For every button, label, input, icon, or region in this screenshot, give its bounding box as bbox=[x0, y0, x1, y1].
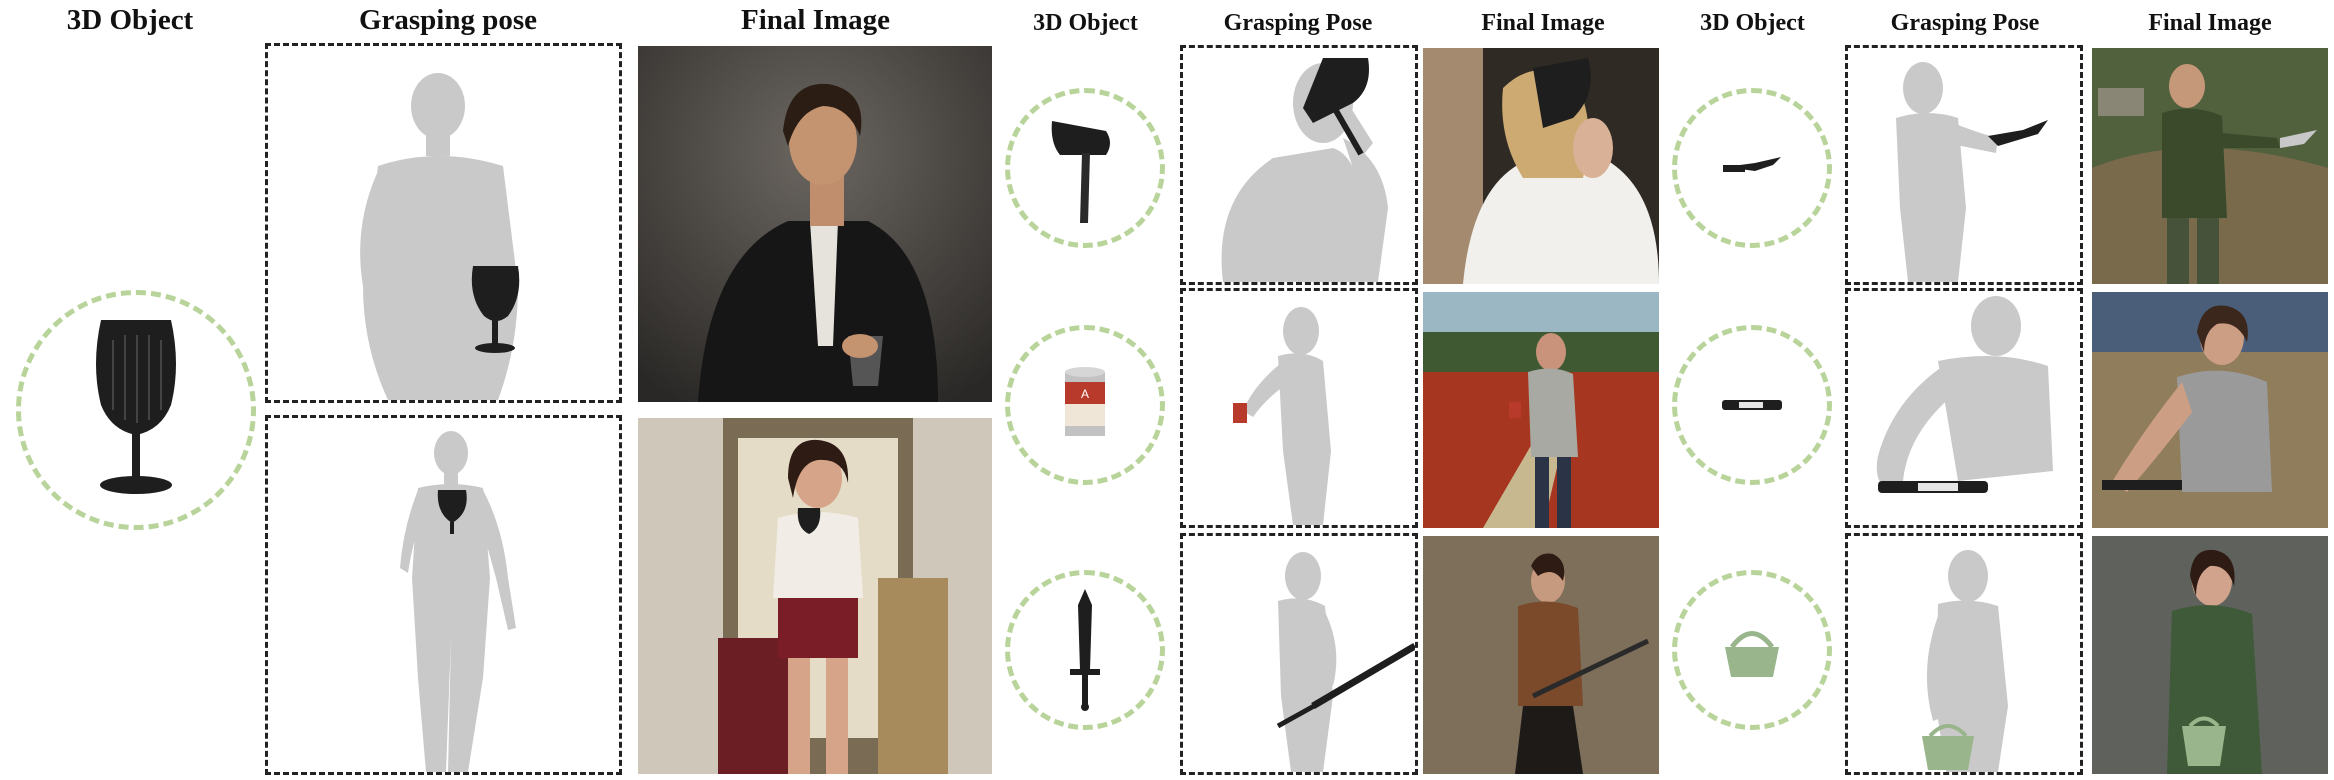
object-circle-handbag bbox=[1672, 570, 1832, 730]
object-circle-axe bbox=[1005, 88, 1165, 248]
sword-icon bbox=[1070, 589, 1100, 711]
grasping-pose-knife bbox=[1845, 45, 2083, 285]
grasping-pose-wine-2 bbox=[265, 415, 622, 775]
header-3d-object-right: 3D Object bbox=[1700, 10, 1805, 36]
marker-icon bbox=[1722, 400, 1782, 410]
final-image-man-wine-glass bbox=[638, 46, 992, 402]
grasping-pose-axe bbox=[1180, 45, 1418, 285]
grasping-pose-marker bbox=[1845, 288, 2083, 528]
final-image-man-knife bbox=[2092, 48, 2328, 284]
object-circle-knife bbox=[1672, 88, 1832, 248]
header-final-image-left: Final Image bbox=[740, 4, 891, 36]
grasping-pose-wine-1 bbox=[265, 43, 622, 403]
object-circle-wine-glass bbox=[16, 290, 256, 530]
final-image-man-can bbox=[1423, 292, 1659, 528]
object-circle-marker bbox=[1672, 325, 1832, 485]
grasping-pose-can bbox=[1180, 288, 1418, 528]
axe-icon bbox=[1051, 121, 1110, 223]
knife-icon bbox=[1723, 157, 1781, 172]
final-image-woman-handbag bbox=[2092, 536, 2328, 774]
handbag-icon bbox=[1725, 631, 1779, 677]
header-grasping-pose-left: Grasping pose bbox=[358, 4, 538, 36]
object-circle-soup-can: A bbox=[1005, 325, 1165, 485]
final-image-woman-wine-glass bbox=[638, 418, 992, 774]
header-grasping-pose-right: Grasping Pose bbox=[1890, 10, 2040, 36]
can-label: A bbox=[1081, 387, 1089, 401]
header-final-image-right: Final Image bbox=[2148, 10, 2272, 36]
object-circle-sword bbox=[1005, 570, 1165, 730]
header-final-image-middle: Final Image bbox=[1481, 10, 1605, 36]
grasping-pose-handbag bbox=[1845, 533, 2083, 775]
soup-can-icon: A bbox=[1065, 367, 1105, 436]
final-image-woman-marker bbox=[2092, 292, 2328, 528]
header-grasping-pose-middle: Grasping Pose bbox=[1223, 10, 1373, 36]
grasping-pose-sword bbox=[1180, 533, 1418, 775]
header-3d-object-left: 3D Object bbox=[66, 4, 194, 36]
final-image-man-sword bbox=[1423, 536, 1659, 774]
final-image-woman-axe bbox=[1423, 48, 1659, 284]
header-3d-object-middle: 3D Object bbox=[1033, 10, 1138, 36]
wine-glass-icon bbox=[96, 320, 176, 494]
